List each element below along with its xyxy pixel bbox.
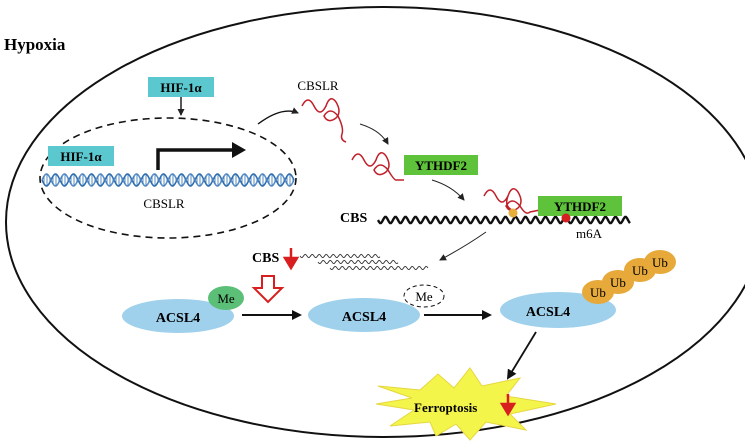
hif1a-label-promoter: HIF-1α [60, 149, 102, 164]
ythdf2-label-a: YTHDF2 [415, 158, 467, 173]
ferroptosis-label: Ferroptosis [414, 400, 477, 415]
acsl4-label-3: ACSL4 [526, 305, 570, 320]
hollow-down-arrow [251, 275, 285, 304]
ferroptosis-burst [375, 367, 557, 441]
transcription-arrowhead [232, 142, 246, 158]
ub-2 [602, 270, 634, 294]
me-group-2-lost [403, 284, 445, 308]
acsl4-1 [122, 299, 234, 333]
cbs-protein-label: CBS [252, 251, 279, 266]
cbs-mrna-label: CBS [340, 211, 367, 226]
cbs-mrna-strand [376, 215, 631, 225]
cell-boundary [5, 6, 745, 438]
m6a-label: m6A [576, 226, 603, 241]
degraded-fragment [317, 259, 399, 265]
me-label-2: Me [415, 289, 433, 304]
ub-label-3: Ub [632, 263, 648, 278]
ub-label-2: Ub [610, 275, 626, 290]
acsl4-label-1: ACSL4 [156, 311, 200, 326]
cbslr-rna-label: CBSLR [297, 78, 339, 93]
flow-arrow-2 [431, 179, 465, 201]
degradation-arrow [439, 231, 487, 261]
me-label-1: Me [217, 291, 235, 306]
transcription-arrow [156, 148, 236, 170]
ferroptosis-down-arrow [499, 394, 517, 417]
acsl4-2 [308, 298, 420, 332]
hif1a-label-top: HIF-1α [160, 80, 202, 95]
degraded-fragment [329, 265, 429, 271]
ythdf2-label-b: YTHDF2 [554, 199, 606, 214]
hypoxia-label: Hypoxia [4, 35, 66, 54]
ythdf2-box-b [538, 196, 622, 216]
binding-dot [508, 208, 518, 218]
arrow-to-ferroptosis [506, 331, 537, 380]
ub-label-4: Ub [652, 255, 668, 270]
cbslr-rna-2 [351, 152, 404, 181]
ythdf2-box-a [404, 155, 478, 175]
me-group-1 [208, 286, 244, 310]
degraded-fragment [299, 253, 381, 259]
cbs-down-arrow [282, 248, 300, 271]
acsl4-3 [500, 292, 616, 328]
nucleus [39, 117, 297, 239]
hif1a-box-promoter [48, 146, 114, 166]
ub-4 [644, 250, 676, 274]
hif1a-box-top [148, 77, 214, 97]
ub-label-1: Ub [590, 285, 606, 300]
cbslr-gene-label: CBSLR [143, 196, 185, 211]
flow-arrow-1 [359, 123, 389, 145]
acsl4-label-2: ACSL4 [342, 310, 386, 325]
m6a-site [561, 213, 571, 223]
dna-helix [41, 173, 295, 187]
export-arrow [257, 107, 299, 125]
cbslr-rna-1 [301, 98, 347, 143]
